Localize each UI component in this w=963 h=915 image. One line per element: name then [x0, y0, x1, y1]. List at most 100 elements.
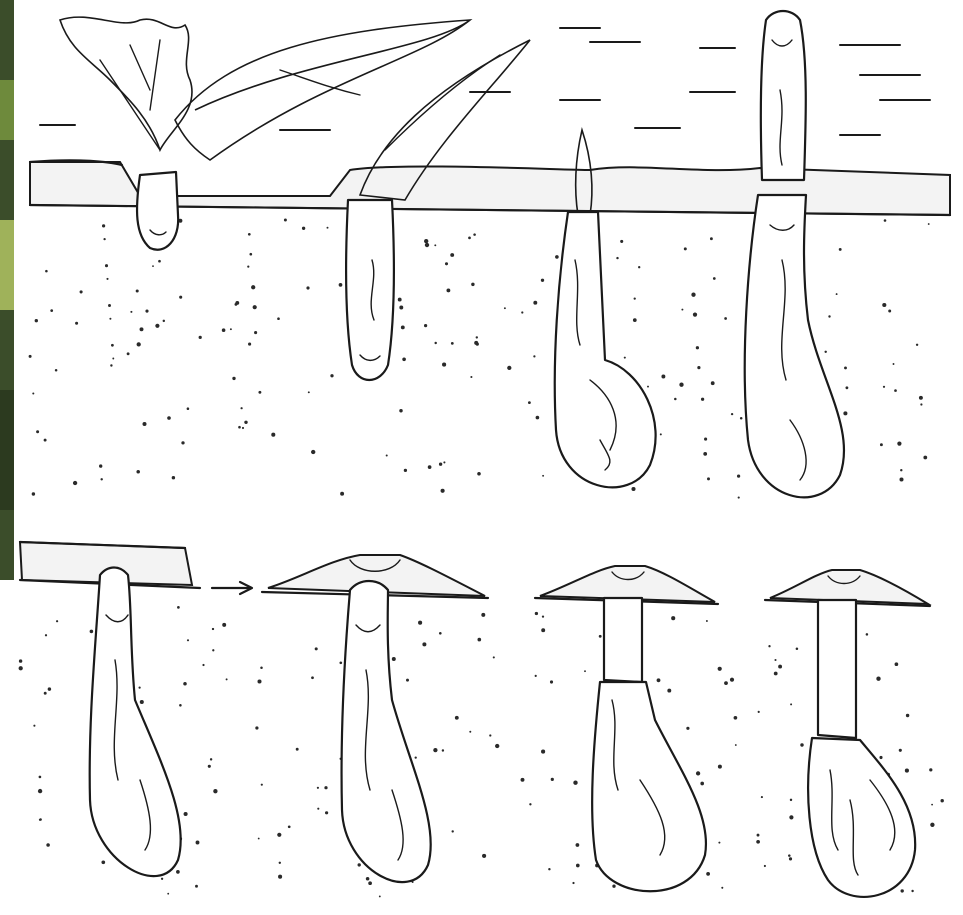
soil-particle	[399, 306, 403, 310]
soil-particle	[573, 781, 577, 785]
soil-particle	[136, 470, 140, 474]
soil-particle	[738, 497, 740, 499]
soil-particle	[257, 679, 261, 683]
soil-particle	[302, 227, 305, 230]
soil-particle	[735, 744, 737, 746]
soil-particle	[163, 320, 165, 322]
soil-particle	[339, 283, 343, 287]
soil-particle	[255, 726, 258, 729]
soil-particle	[105, 264, 108, 267]
soil-particle	[32, 492, 35, 495]
soil-particle	[638, 266, 640, 268]
soil-particle	[758, 711, 760, 713]
soil-particle	[923, 456, 927, 460]
soil-particle	[778, 665, 782, 669]
soil-particle	[899, 477, 903, 481]
soil-particle	[45, 634, 47, 636]
soil-particle	[208, 765, 211, 768]
soil-particle	[734, 716, 738, 720]
soil-particle	[55, 369, 58, 372]
soil-particle	[44, 692, 47, 695]
soil-particle	[167, 416, 171, 420]
soil-particle	[222, 328, 226, 332]
soil-particle	[884, 219, 887, 222]
soil-particle	[425, 243, 429, 247]
soil-particle	[882, 303, 886, 307]
soil-particle	[434, 244, 436, 246]
soil-particle	[235, 303, 238, 306]
soil-particle	[278, 875, 282, 879]
soil-particle	[142, 422, 146, 426]
soil-particle	[616, 257, 618, 259]
soil-particle	[199, 336, 202, 339]
soil-particle	[844, 366, 847, 369]
soil-particle	[800, 743, 803, 746]
soil-particle	[679, 383, 683, 387]
soil-particle	[584, 670, 586, 672]
soil-particle	[176, 870, 180, 874]
soil-particle	[929, 768, 932, 771]
soil-particle	[35, 319, 38, 322]
soil-particle	[576, 864, 580, 868]
soil-particle	[521, 778, 525, 782]
soil-particle	[258, 838, 260, 840]
soil-particle	[317, 808, 319, 810]
soil-particle	[155, 324, 159, 328]
soil-particle	[179, 296, 182, 299]
soil-particle	[251, 285, 255, 289]
soil-particle	[764, 865, 766, 867]
soil-particle	[45, 270, 48, 273]
soil-particle	[288, 825, 291, 828]
soil-particle	[238, 426, 241, 429]
soil-particle	[535, 675, 537, 677]
soil-particle	[916, 344, 918, 346]
soil-particle	[108, 304, 111, 307]
soil-particle	[443, 461, 445, 463]
soil-particle	[424, 239, 428, 243]
soil-particle	[866, 633, 869, 636]
soil-particle	[731, 413, 733, 415]
soil-particle	[703, 452, 707, 456]
soil-particle	[127, 352, 130, 355]
soil-particle	[398, 298, 402, 302]
soil-particle	[277, 833, 281, 837]
soil-particle	[843, 411, 847, 415]
soil-particle	[711, 381, 715, 385]
soil-particle	[671, 616, 675, 620]
soil-particle	[446, 288, 450, 292]
soil-particle	[415, 756, 417, 758]
soil-particle	[306, 286, 309, 289]
soil-particle	[195, 885, 198, 888]
soil-particle	[109, 318, 111, 320]
soil-particle	[441, 489, 445, 493]
soil-particle	[920, 403, 922, 405]
soil-particle	[39, 818, 42, 821]
soil-particle	[624, 357, 626, 359]
soil-particle	[697, 366, 700, 369]
soil-particle	[551, 778, 554, 781]
soil-particle	[442, 749, 444, 751]
soil-particle	[379, 895, 381, 897]
soil-particle	[327, 227, 329, 229]
soil-particle	[899, 749, 902, 752]
soil-particle	[548, 868, 550, 870]
soil-particle	[724, 317, 727, 320]
soil-particle	[928, 223, 930, 225]
soil-particle	[828, 315, 830, 317]
soil-particle	[761, 796, 763, 798]
soil-particle	[161, 878, 163, 880]
soil-particle	[213, 789, 217, 793]
worm-capped-tube-partial	[535, 566, 718, 891]
soil-particle	[249, 253, 252, 256]
soil-particle	[167, 893, 169, 895]
soil-particle	[477, 472, 481, 476]
soil-particle	[696, 346, 699, 349]
soil-particle	[177, 606, 180, 609]
soil-particle	[730, 678, 734, 682]
soil-particle	[476, 342, 479, 345]
soil-particle	[46, 843, 50, 847]
soil-particle	[340, 492, 344, 496]
soil-particle	[876, 677, 880, 681]
soil-particle	[240, 407, 242, 409]
soil-particle	[196, 841, 200, 845]
